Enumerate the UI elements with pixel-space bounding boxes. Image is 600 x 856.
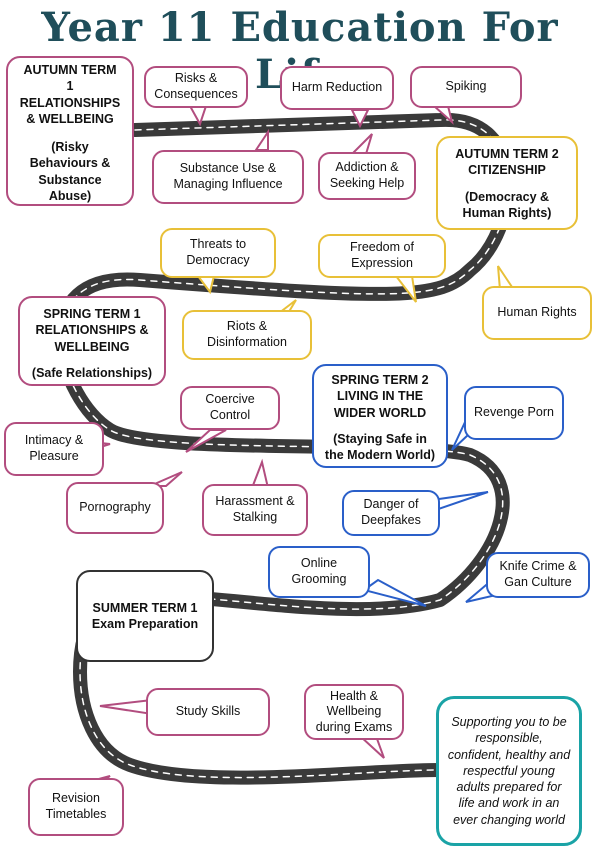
topic-harassment-stalking: Harassment & Stalking xyxy=(202,484,308,536)
topic-pornography: Pornography xyxy=(66,482,164,534)
topic-intimacy-pleasure: Intimacy & Pleasure xyxy=(4,422,104,476)
spring-term-2-subtitle: (Staying Safe in the Modern World) xyxy=(324,431,436,462)
autumn-term-2-subtitle: (Democracy & Human Rights) xyxy=(462,189,552,220)
spring-term-1-heading: SPRING TERM 1 RELATIONSHIPS & WELLBEING xyxy=(35,307,149,354)
autumn-term-2-box: AUTUMN TERM 2 CITIZENSHIP (Democracy & H… xyxy=(436,136,578,230)
topic-study-skills: Study Skills xyxy=(146,688,270,736)
topic-health-wellbeing: Health & Wellbeing during Exams xyxy=(304,684,404,740)
autumn-term-1-box: AUTUMN TERM 1 RELATIONSHIPS & WELLBEING … xyxy=(6,56,134,206)
topic-knife-crime: Knife Crime & Gan Culture xyxy=(486,552,590,598)
spring-term-1-subtitle: (Safe Relationships) xyxy=(31,365,153,380)
topic-danger-of-deepfakes: Danger of Deepfakes xyxy=(342,490,440,536)
autumn-term-1-heading: AUTUMN TERM 1 RELATIONSHIPS & WELLBEING xyxy=(19,63,121,126)
topic-freedom-of-expression: Freedom of Expression xyxy=(318,234,446,278)
mission-statement: Supporting you to be responsible, confid… xyxy=(436,696,582,846)
topic-human-rights: Human Rights xyxy=(482,286,592,340)
topic-revision-timetables: Revision Timetables xyxy=(28,778,124,836)
topic-revenge-porn: Revenge Porn xyxy=(464,386,564,440)
summer-term-1-heading: SUMMER TERM 1 Exam Preparation xyxy=(91,600,199,631)
topic-threats-to-democracy: Threats to Democracy xyxy=(160,228,276,278)
topic-risks-consequences: Risks & Consequences xyxy=(144,66,248,108)
autumn-term-1-subtitle: (Risky Behaviours & Substance Abuse) xyxy=(29,140,111,203)
topic-online-grooming: Online Grooming xyxy=(268,546,370,598)
spring-term-2-heading: SPRING TERM 2 LIVING IN THE WIDER WORLD xyxy=(331,373,429,420)
spring-term-2-box: SPRING TERM 2 LIVING IN THE WIDER WORLD … xyxy=(312,364,448,468)
topic-coercive-control: Coercive Control xyxy=(180,386,280,430)
spring-term-1-box: SPRING TERM 1 RELATIONSHIPS & WELLBEING … xyxy=(18,296,166,386)
autumn-term-2-heading: AUTUMN TERM 2 CITIZENSHIP xyxy=(455,147,559,178)
topic-addiction: Addiction & Seeking Help xyxy=(318,152,416,200)
summer-term-1-box: SUMMER TERM 1 Exam Preparation xyxy=(76,570,214,662)
topic-substance-use: Substance Use & Managing Influence xyxy=(152,150,304,204)
topic-harm-reduction: Harm Reduction xyxy=(280,66,394,110)
topic-riots-disinformation: Riots & Disinformation xyxy=(182,310,312,360)
topic-spiking: Spiking xyxy=(410,66,522,108)
